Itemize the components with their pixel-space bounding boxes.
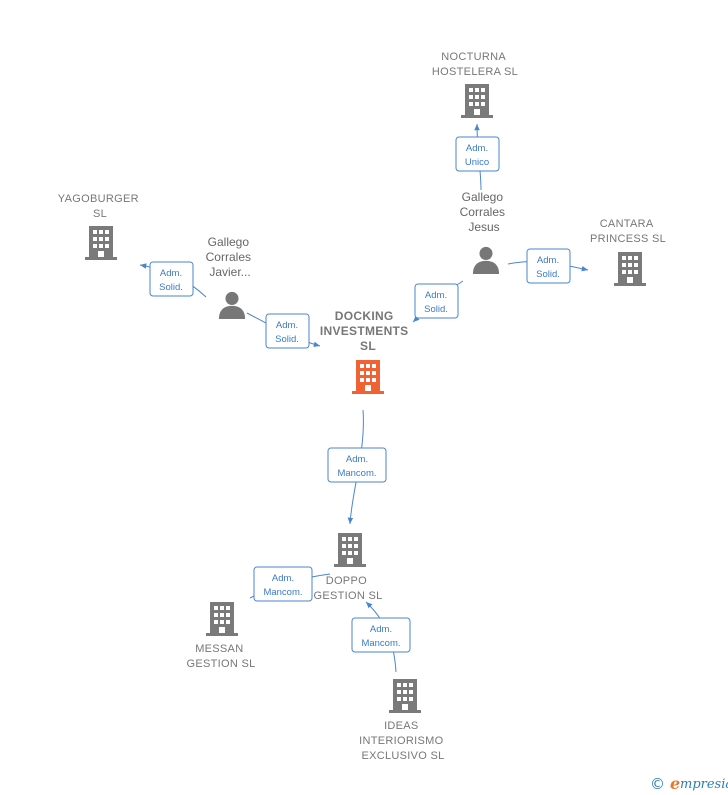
company-label: DOCKING INVESTMENTS SL (320, 309, 412, 353)
brand-name: mpresia (680, 777, 728, 792)
company-label: IDEAS INTERIORISMO EXCLUSIVO SL (359, 720, 447, 762)
building-icon (352, 360, 384, 394)
person-label: Gallego Corrales Javier... (206, 235, 255, 279)
building-icon (461, 84, 493, 118)
role-box-javier-docking[interactable]: Adm.Solid. (265, 313, 310, 349)
company-label: CANTARA PRINCESS SL (590, 218, 666, 245)
svg-text:Adm.Solid.: Adm.Solid. (424, 290, 448, 315)
brand-footer[interactable]: © e mpresia (650, 774, 728, 793)
role-box-javier-yagoburger[interactable]: Adm.Solid. (149, 261, 194, 297)
company-node-nocturna[interactable]: NOCTURNA HOSTELERA SL (432, 51, 518, 118)
svg-text:Adm.Solid.: Adm.Solid. (536, 255, 560, 280)
company-node-doppo[interactable]: DOPPO GESTION SL (313, 533, 382, 602)
role-box-ideas-doppo[interactable]: Adm.Mancom. (351, 617, 411, 653)
svg-text:Adm.Solid.: Adm.Solid. (275, 320, 299, 345)
brand-logo-initial: e (670, 774, 680, 793)
role-box-doppo-messan[interactable]: Adm.Mancom. (253, 566, 313, 602)
building-icon (334, 533, 366, 567)
copyright-icon: © (650, 775, 665, 793)
role-box-jesus-nocturna[interactable]: Adm.Unico (455, 136, 500, 172)
svg-text:Adm.Solid.: Adm.Solid. (159, 268, 183, 293)
role-box-docking-doppo[interactable]: Adm.Mancom. (327, 447, 387, 483)
company-label: MESSAN GESTION SL (186, 643, 255, 670)
company-node-docking[interactable]: DOCKING INVESTMENTS SL (320, 309, 412, 394)
building-icon (389, 679, 421, 713)
svg-text:Adm.Mancom.: Adm.Mancom. (263, 573, 302, 598)
svg-text:Adm.Mancom.: Adm.Mancom. (361, 624, 400, 649)
building-icon (614, 252, 646, 286)
person-icon (472, 246, 500, 274)
person-label: Gallego Corrales Jesus (460, 190, 509, 234)
company-node-messan[interactable]: MESSAN GESTION SL (186, 602, 255, 670)
company-label: DOPPO GESTION SL (313, 575, 382, 602)
svg-text:Adm.Mancom.: Adm.Mancom. (337, 454, 376, 479)
company-label: YAGOBURGER SL (58, 193, 142, 220)
svg-text:Adm.Unico: Adm.Unico (465, 143, 489, 168)
company-label: NOCTURNA HOSTELERA SL (432, 51, 518, 78)
company-node-ideas[interactable]: IDEAS INTERIORISMO EXCLUSIVO SL (359, 679, 447, 762)
role-box-jesus-docking[interactable]: Adm.Solid. (414, 283, 459, 319)
person-node-jesus[interactable]: Gallego Corrales Jesus (460, 190, 509, 274)
person-icon (218, 291, 246, 319)
company-node-cantara[interactable]: CANTARA PRINCESS SL (590, 218, 666, 286)
role-box-jesus-cantara[interactable]: Adm.Solid. (526, 248, 571, 284)
building-icon (206, 602, 238, 636)
building-icon (85, 226, 117, 260)
person-node-javier[interactable]: Gallego Corrales Javier... (206, 235, 255, 319)
company-node-yagoburger[interactable]: YAGOBURGER SL (58, 193, 142, 260)
